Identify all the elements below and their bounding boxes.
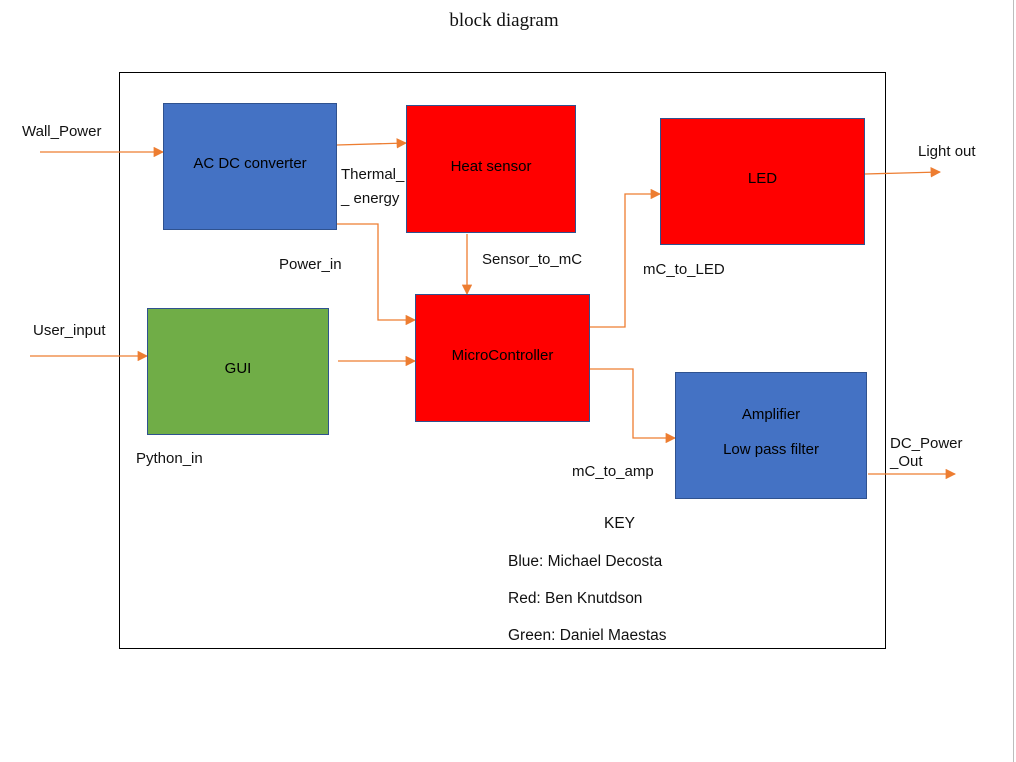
gui-label: GUI — [224, 360, 252, 377]
wall-power-label: Wall_Power — [22, 123, 102, 140]
diagram-frame — [119, 72, 886, 649]
ac-dc-converter-block: AC DC converter — [163, 103, 337, 230]
heat-sensor-block: Heat sensor — [406, 105, 576, 233]
wire-mc-to-amp — [590, 368, 677, 444]
microcontroller-block: MicroController — [415, 294, 590, 422]
amplifier-block: Amplifier Low pass filter — [675, 372, 867, 499]
led-label: LED — [747, 170, 778, 187]
key-item-green: Green: Daniel Maestas — [508, 627, 667, 644]
thermal-energy-label-line2: _ energy — [341, 190, 400, 207]
thermal-energy-label-line1: Thermal_ — [341, 166, 405, 183]
user-input-label: User_input — [33, 322, 106, 339]
color-key: KEY Blue: Michael Decosta Red: Ben Knutd… — [508, 515, 667, 645]
key-item-blue: Blue: Michael Decosta — [508, 553, 663, 570]
heat-sensor-label: Heat sensor — [450, 158, 532, 175]
wire-thermal-energy — [336, 138, 408, 149]
light-out-label: Light out — [918, 143, 976, 160]
low-pass-filter-label: Low pass filter — [723, 441, 819, 458]
amplifier-label: Amplifier — [741, 406, 801, 423]
wire-power-in — [337, 223, 417, 326]
dc-power-out-label-line1: DC_Power — [890, 435, 963, 452]
diagram-title: block diagram — [449, 10, 559, 31]
python-in-label: Python_in — [136, 450, 203, 467]
page-edge — [1013, 0, 1014, 762]
wire-mc-to-led — [590, 188, 662, 328]
mc-to-led-label: mC_to_LED — [643, 261, 725, 278]
sensor-to-mc-label: Sensor_to_mC — [482, 251, 583, 268]
key-item-red: Red: Ben Knutdson — [508, 590, 643, 607]
dc-power-out-label-line2: _Out — [890, 453, 923, 470]
power-in-label: Power_in — [279, 256, 342, 273]
led-block: LED — [660, 118, 865, 245]
ac-dc-converter-label: AC DC converter — [193, 155, 307, 172]
wire-light-out — [864, 167, 942, 178]
key-title: KEY — [604, 515, 636, 532]
microcontroller-label: MicroController — [451, 347, 554, 364]
gui-block: GUI — [147, 308, 329, 435]
mc-to-amp-label: mC_to_amp — [572, 463, 654, 480]
